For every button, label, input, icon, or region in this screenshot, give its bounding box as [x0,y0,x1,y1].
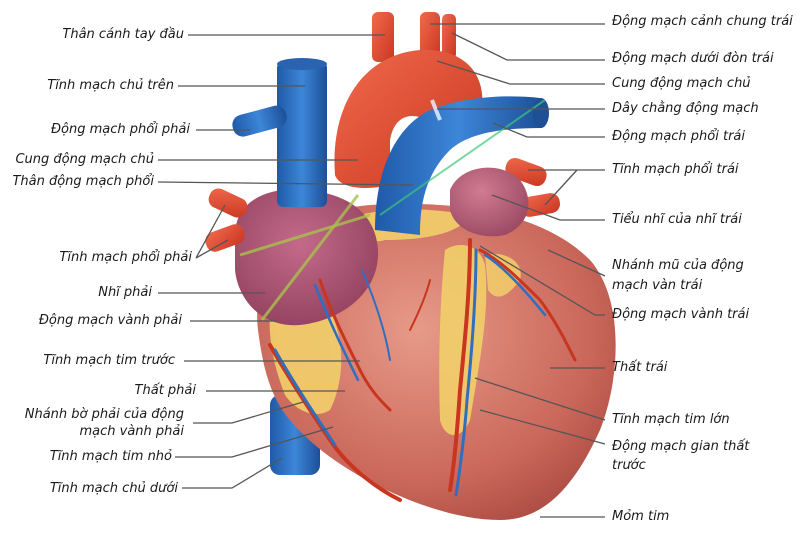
left-auricle-shape [450,167,529,237]
label-left-subclavian: Động mạch dưới đòn trái [612,51,774,66]
coronary-vessels [268,238,577,502]
superior-vena-cava-shape [232,58,327,207]
label-left-auricle: Tiểu nhĩ của nhĩ trái [612,212,742,227]
label-right-marginal-branch: Nhánh bờ phải của động mạch vành phải [24,407,184,439]
label-great-cardiac-vein: Tĩnh mạch tim lớn [612,412,730,427]
label-right-coronary-artery: Động mạch vành phải [38,313,182,328]
label-right-pulmonary-veins: Tĩnh mạch phổi phải [59,250,192,265]
label-small-cardiac-vein: Tĩnh mạch tim nhỏ [49,449,172,464]
label-inferior-vena-cava: Tĩnh mạch chủ dưới [49,481,178,496]
label-brachiocephalic-trunk: Thân cánh tay đầu [62,27,184,42]
leader-lines-right [430,23,606,518]
right-atrium-shape [235,189,379,326]
label-left-coronary-artery: Động mạch vành trái [612,307,750,322]
label-circumflex-branch: Nhánh mũ của động mạch vàn trái [612,258,744,293]
label-right-pulmonary-artery: Động mạch phổi phải [50,122,190,137]
label-anterior-cardiac-vein: Tĩnh mạch tim trước [43,353,175,368]
label-right-atrium: Nhĩ phải [98,285,152,300]
label-ligamentum-arteriosum: Dây chằng động mạch [612,101,759,116]
label-pulmonary-trunk: Thân động mạch phổi [12,174,154,189]
label-left-ventricle: Thất trái [612,360,668,375]
label-apex: Mỏm tim [612,509,670,524]
label-superior-vena-cava: Tĩnh mạch chủ trên [47,78,174,93]
label-aortic-arch-right: Cung động mạch chủ [612,76,751,91]
label-left-common-carotid: Động mạch cảnh chung trái [612,14,793,29]
label-left-pulmonary-veins: Tĩnh mạch phổi trái [612,162,739,177]
label-aortic-arch-left: Cung động mạch chủ [15,152,154,167]
right-pulmonary-veins-shape [205,188,248,252]
leader-lines-left [157,34,414,489]
pulmonary-trunk-shape [375,96,549,235]
aorta-shape [334,12,483,188]
label-anterior-interventricular-artery: Động mạch gian thất trước [612,439,750,473]
label-left-pulmonary-artery: Động mạch phổi trái [612,129,746,144]
label-right-ventricle: Thất phải [134,383,196,398]
